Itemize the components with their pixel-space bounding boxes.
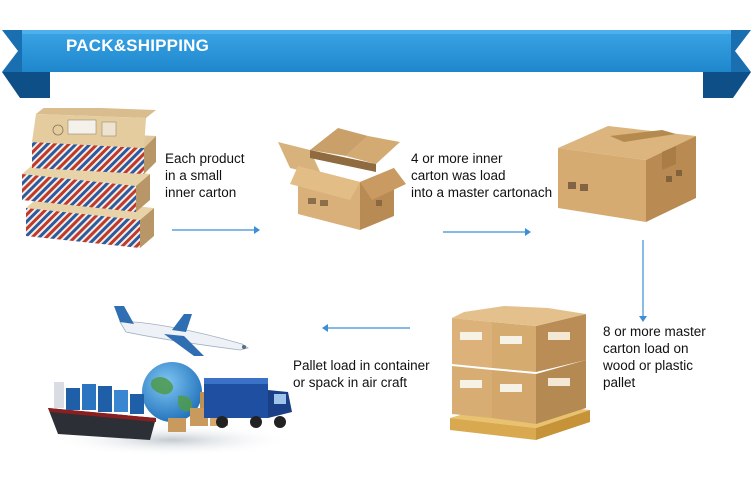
arrow-down (639, 240, 647, 322)
truck-icon (204, 378, 292, 428)
container-ship-icon (48, 382, 156, 440)
airplane-icon (114, 306, 249, 356)
arrow-right-2 (443, 228, 531, 236)
cartons-on-pallet-illustration (450, 306, 590, 440)
open-cardboard-box-illustration (278, 128, 406, 230)
arrow-right-1 (172, 226, 260, 234)
stacked-mailer-boxes-illustration (22, 108, 156, 248)
globe-icon (142, 362, 202, 422)
step-2-caption: 4 or more inner carton was load into a m… (411, 151, 553, 200)
plane-ship-truck-globe-illustration (48, 306, 294, 456)
sealed-master-carton-illustration (558, 126, 696, 222)
step-5-caption: Pallet load in container or spack in air… (293, 358, 430, 390)
arrow-left (322, 324, 410, 332)
step-4-caption: 8 or more master carton load on wood or … (603, 324, 706, 390)
pack-shipping-banner (2, 30, 751, 98)
step-1-caption: Each product in a small inner carton (165, 151, 245, 200)
banner-title: PACK&SHIPPING (66, 36, 210, 55)
